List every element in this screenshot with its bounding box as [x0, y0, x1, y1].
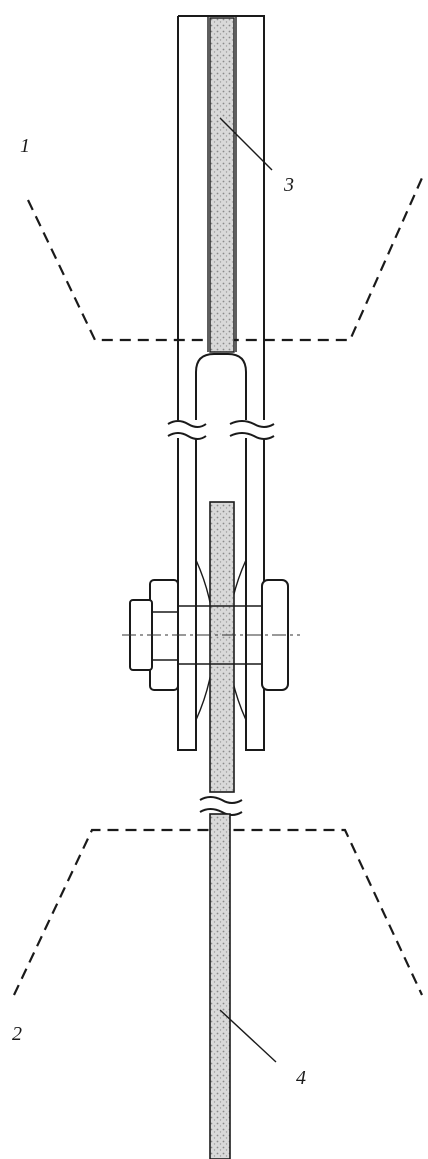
leader-4	[219, 1009, 277, 1063]
lower-specimen-strip	[199, 501, 243, 1159]
label-4: 4	[296, 1067, 306, 1089]
bolt-assembly	[129, 579, 289, 691]
leader-3	[219, 117, 273, 171]
label-2: 2	[12, 1023, 22, 1045]
upper-specimen-strip	[209, 17, 235, 353]
label-3: 3	[283, 174, 294, 196]
label-1: 1	[20, 135, 30, 157]
upper-grip-outline	[27, 177, 424, 342]
